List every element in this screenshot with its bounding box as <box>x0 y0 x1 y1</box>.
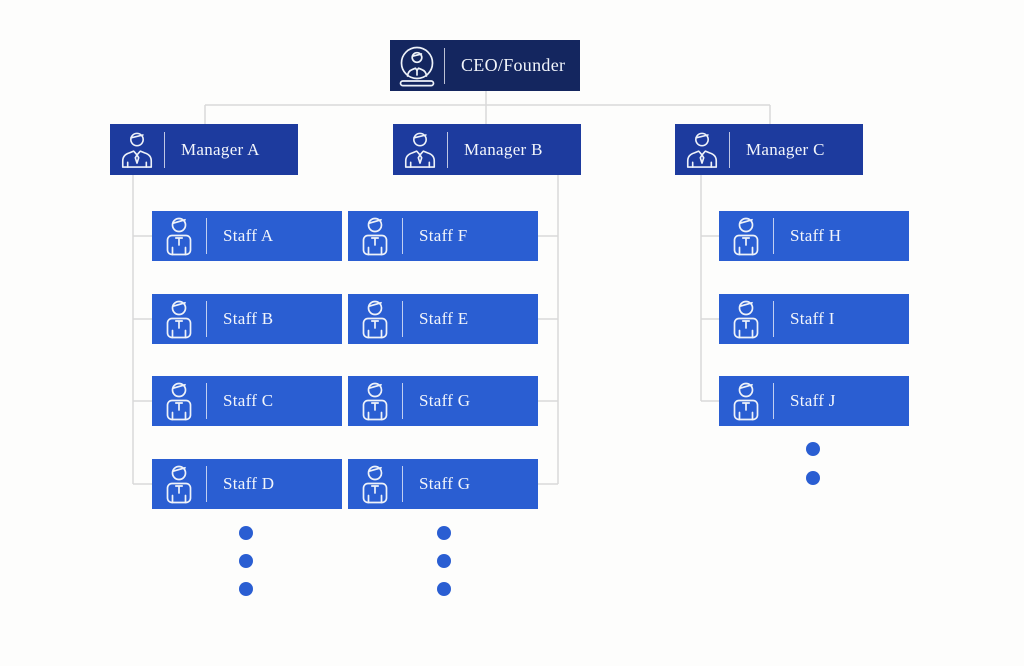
manager-c-node: Manager C <box>675 124 863 175</box>
staff-person-icon <box>348 299 402 339</box>
manager-person-icon <box>393 130 447 170</box>
overflow-dot <box>437 554 451 568</box>
node-divider <box>773 301 774 337</box>
overflow-dot <box>437 582 451 596</box>
manager-b-node: Manager B <box>393 124 581 175</box>
staff-person-icon <box>152 381 206 421</box>
node-label: Staff A <box>223 226 274 245</box>
manager-a-node: Manager A <box>110 124 298 175</box>
ceo-node: CEO/Founder <box>390 40 580 91</box>
staff-c-node: Staff C <box>152 376 342 426</box>
staff-j-node: Staff J <box>719 376 909 426</box>
node-divider <box>206 383 207 419</box>
staff-f-node: Staff F <box>348 211 538 261</box>
wire-manager-b-staff <box>538 175 559 485</box>
node-divider <box>773 218 774 254</box>
wire-ceo-to-managers <box>204 91 771 124</box>
staff-a-node: Staff A <box>152 211 342 261</box>
staff-h-node: Staff H <box>719 211 909 261</box>
node-label: Staff G <box>419 474 471 493</box>
overflow-dot <box>239 554 253 568</box>
node-divider <box>402 383 403 419</box>
wire-manager-c-staff <box>700 175 719 402</box>
node-divider <box>206 466 207 502</box>
node-label: Manager B <box>464 139 543 159</box>
manager-person-icon <box>675 130 729 170</box>
node-label: Staff F <box>419 226 468 245</box>
staff-i-node: Staff I <box>719 294 909 344</box>
staff-e-node: Staff E <box>348 294 538 344</box>
staff-person-icon <box>719 381 773 421</box>
node-divider <box>773 383 774 419</box>
node-divider <box>206 218 207 254</box>
staff-person-icon <box>152 216 206 256</box>
manager-person-icon <box>110 130 164 170</box>
staff-person-icon <box>348 216 402 256</box>
staff-person-icon <box>348 464 402 504</box>
staff-person-icon <box>348 381 402 421</box>
wire-manager-a-staff <box>132 175 152 485</box>
staff-person-icon <box>152 299 206 339</box>
staff-g1-node: Staff G <box>348 376 538 426</box>
overflow-dot <box>239 582 253 596</box>
executive-at-desk-icon <box>390 44 444 88</box>
staff-g2-node: Staff G <box>348 459 538 509</box>
staff-person-icon <box>719 216 773 256</box>
overflow-dot <box>239 526 253 540</box>
node-divider <box>402 218 403 254</box>
node-label: Staff D <box>223 474 275 493</box>
node-divider <box>402 301 403 337</box>
node-label: Staff J <box>790 391 836 410</box>
staff-person-icon <box>152 464 206 504</box>
node-divider <box>444 47 445 84</box>
node-label: Staff I <box>790 309 835 328</box>
node-label: Staff H <box>790 226 842 245</box>
overflow-dot <box>806 471 820 485</box>
overflow-dot <box>806 442 820 456</box>
staff-d-node: Staff D <box>152 459 342 509</box>
node-label: Manager A <box>181 139 260 159</box>
overflow-dot <box>437 526 451 540</box>
node-divider <box>164 131 165 168</box>
node-divider <box>206 301 207 337</box>
node-label: Manager C <box>746 139 825 159</box>
node-label: Staff C <box>223 391 274 410</box>
node-divider <box>447 131 448 168</box>
node-label: CEO/Founder <box>461 55 566 75</box>
node-label: Staff B <box>223 309 274 328</box>
node-label: Staff E <box>419 309 469 328</box>
node-divider <box>729 131 730 168</box>
node-label: Staff G <box>419 391 471 410</box>
staff-b-node: Staff B <box>152 294 342 344</box>
node-divider <box>402 466 403 502</box>
staff-person-icon <box>719 299 773 339</box>
